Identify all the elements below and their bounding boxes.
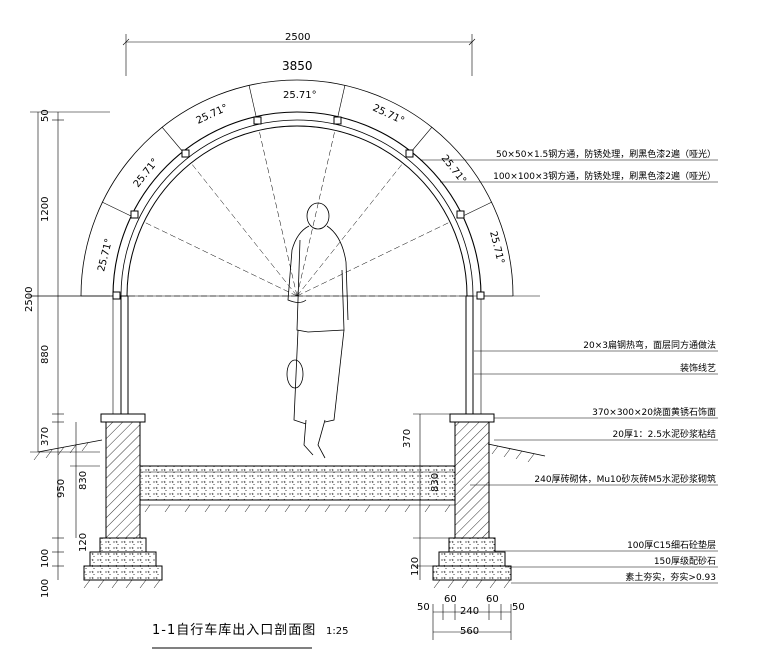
dim-left-2500: 2500 — [24, 287, 35, 312]
tube-square — [456, 210, 465, 219]
scale-text: 1:25 — [326, 626, 348, 637]
left-footing-3 — [83, 565, 163, 581]
angle-label: 25.71° — [195, 103, 230, 127]
title-text: 1-1自行车库出入口剖面图 — [152, 622, 316, 638]
dim-left-370: 370 — [40, 427, 51, 446]
angle-labels: 25.71° 25.71° 25.71° 25.71° 25.71° 25.71… — [96, 90, 506, 273]
arch-mid-edge — [120, 119, 474, 297]
concrete-slab — [139, 465, 456, 501]
note-flat-steel: 20×3扁钢热弯，面层同方通做法 — [583, 339, 716, 351]
dim-left-100a: 100 — [40, 549, 51, 568]
note-gravel: 150厚级配砂石 — [654, 555, 716, 567]
dim-foot-60b: 60 — [486, 594, 499, 605]
foundation — [33, 413, 546, 589]
dim-left-950: 950 — [56, 479, 67, 498]
dim-foot-50a: 50 — [417, 602, 430, 613]
tube-square — [476, 291, 485, 300]
human-figure — [286, 202, 349, 459]
notes: 50×50×1.5钢方通，防锈处理，刷黑色漆2遍（哑光） 100×100×3钢方… — [493, 148, 716, 583]
dim-foot-60a: 60 — [444, 594, 457, 605]
dim-mid-370: 370 — [402, 429, 413, 448]
note-brick: 240厚砖砌体，Mu10砂灰砖M5水泥砂浆砌筑 — [534, 473, 716, 485]
tube-square — [253, 116, 262, 125]
left-post — [120, 295, 129, 415]
dim-foot-560: 560 — [460, 626, 479, 637]
tube-square — [181, 149, 190, 158]
note-steel-tube-100: 100×100×3钢方通，防锈处理，刷黑色漆2遍（哑光） — [493, 170, 716, 182]
dim-left-50: 50 — [40, 109, 51, 122]
note-mortar: 20厚1：2.5水泥砂浆粘结 — [613, 428, 717, 440]
right-post — [465, 295, 474, 415]
left-cap — [100, 413, 146, 423]
note-stone-cap: 370×300×20烧面黄锈石饰面 — [592, 406, 716, 418]
right-footing-1 — [448, 537, 496, 553]
angle-label: 25.71° — [132, 157, 161, 190]
arch-inner-edge — [126, 125, 468, 297]
right-wall — [454, 419, 490, 539]
dim-left-880: 880 — [40, 345, 51, 364]
left-wall — [105, 419, 141, 539]
arch-outer-edge — [112, 111, 482, 297]
ground-right — [487, 443, 546, 457]
dim-mid-120: 120 — [410, 557, 421, 576]
dim-foot-240: 240 — [460, 606, 479, 617]
note-steel-tube-50: 50×50×1.5钢方通，防锈处理，刷黑色漆2遍（哑光） — [496, 148, 716, 160]
note-concrete: 100厚C15细石砼垫层 — [627, 539, 716, 551]
dim-left-120: 120 — [78, 533, 89, 552]
note-decor-line: 装饰线艺 — [680, 362, 716, 374]
right-cap — [449, 413, 495, 423]
outer-dimension-arc — [80, 79, 514, 297]
dim-left-100b: 100 — [40, 579, 51, 598]
dim-left-1200: 1200 — [40, 197, 51, 222]
tube-square — [112, 291, 121, 300]
dim-left-830: 830 — [78, 471, 89, 490]
tube-square — [405, 149, 414, 158]
angle-label: 25.71° — [96, 237, 115, 272]
right-footing-2 — [438, 551, 506, 567]
dim-top-b: 3850 — [282, 59, 313, 73]
dimension-texts: 2500 3850 50 1200 2500 880 370 950 830 1… — [24, 32, 525, 637]
tube-square — [130, 210, 139, 219]
square-tubes — [112, 116, 485, 300]
ground-left — [37, 439, 103, 453]
angle-label: 25.71° — [487, 230, 506, 265]
angle-label: 25.71° — [283, 90, 317, 101]
left-footing-2 — [89, 551, 157, 567]
dim-foot-50b: 50 — [512, 602, 525, 613]
radial-lines — [127, 129, 467, 297]
note-soil: 素土夯实，夯实>0.93 — [625, 571, 716, 583]
dim-top-a: 2500 — [285, 32, 310, 43]
dimension-lines — [30, 34, 512, 640]
tube-square — [333, 116, 342, 125]
note-leaders — [420, 159, 718, 584]
drawing-title: 1-1自行车库出入口剖面图 1:25 — [152, 622, 348, 649]
right-footing-3 — [432, 565, 512, 581]
left-footing-1 — [99, 537, 147, 553]
dim-mid-830: 830 — [430, 473, 441, 492]
